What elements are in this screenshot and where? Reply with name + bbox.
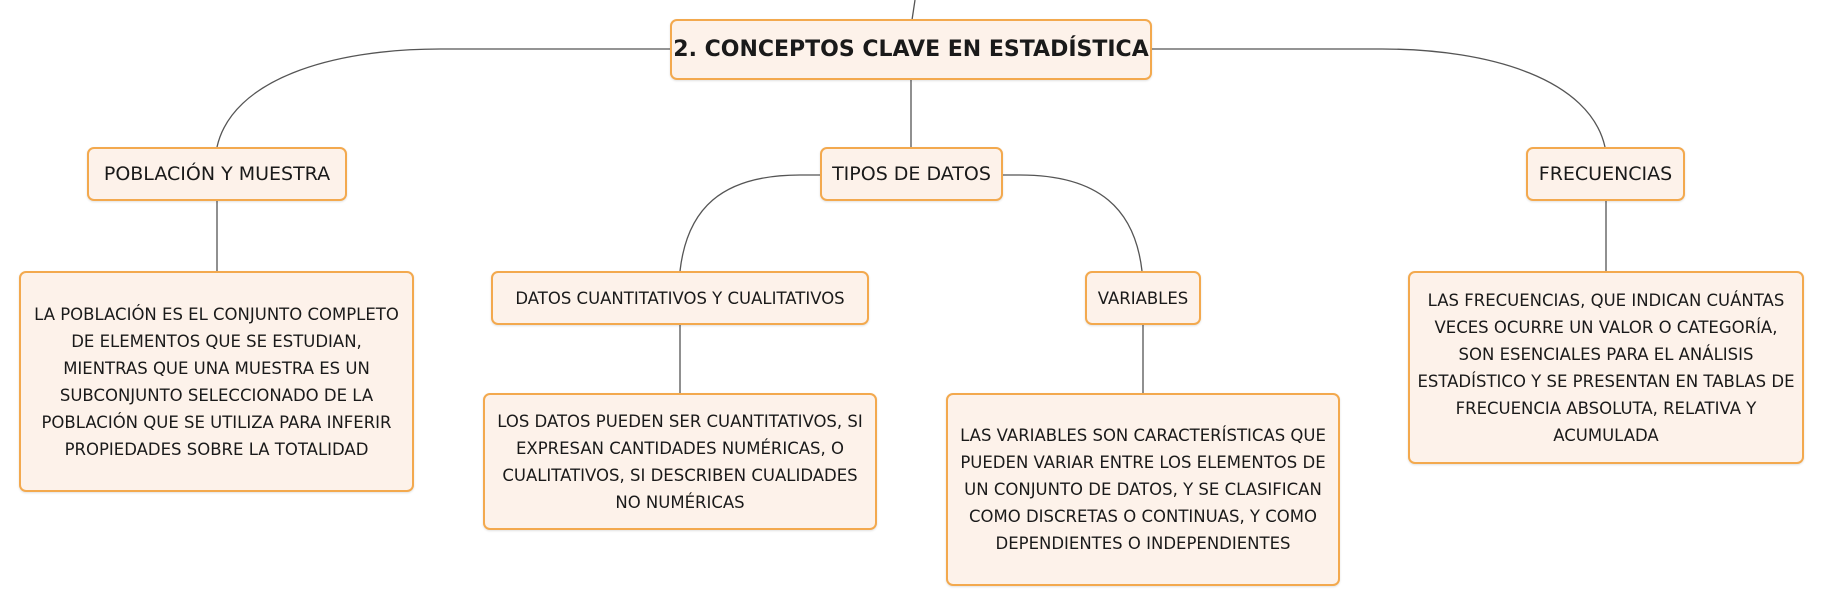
tipos-label: TIPOS DE DATOS: [832, 163, 991, 185]
connector-tipos-datos: [679, 174, 820, 272]
poblacion-node[interactable]: POBLACIÓN Y MUESTRA: [87, 147, 347, 201]
datos-description: LOS DATOS PUEDEN SER CUANTITATIVOS, SI E…: [497, 411, 863, 512]
frecuencias-description-node[interactable]: LAS FRECUENCIAS, QUE INDICAN CUÁNTAS VEC…: [1408, 271, 1804, 464]
datos-label: DATOS CUANTITATIVOS Y CUALITATIVOS: [515, 288, 845, 308]
connector-tipos-variables: [1003, 174, 1143, 272]
datos-node[interactable]: DATOS CUANTITATIVOS Y CUALITATIVOS: [491, 271, 869, 325]
frecuencias-node[interactable]: FRECUENCIAS: [1526, 147, 1685, 201]
variables-node[interactable]: VARIABLES: [1085, 271, 1201, 325]
connector-root-poblacion: [216, 48, 670, 148]
datos-description-node[interactable]: LOS DATOS PUEDEN SER CUANTITATIVOS, SI E…: [483, 393, 877, 530]
poblacion-description: LA POBLACIÓN ES EL CONJUNTO COMPLETO DE …: [34, 304, 399, 459]
poblacion-label: POBLACIÓN Y MUESTRA: [103, 163, 331, 185]
variables-description-node[interactable]: LAS VARIABLES SON CARACTERÍSTICAS QUE PU…: [946, 393, 1340, 586]
tipos-node[interactable]: TIPOS DE DATOS: [820, 147, 1003, 201]
root-topic-node[interactable]: 2. CONCEPTOS CLAVE EN ESTADÍSTICA: [670, 19, 1152, 80]
poblacion-description-node[interactable]: LA POBLACIÓN ES EL CONJUNTO COMPLETO DE …: [19, 271, 414, 492]
variables-label: VARIABLES: [1097, 288, 1189, 308]
variables-description: LAS VARIABLES SON CARACTERÍSTICAS QUE PU…: [960, 426, 1326, 553]
connector-parent-root: [911, 0, 916, 21]
frecuencias-label: FRECUENCIAS: [1538, 163, 1673, 185]
frecuencias-description: LAS FRECUENCIAS, QUE INDICAN CUÁNTAS VEC…: [1417, 290, 1795, 445]
connector-root-frecuencias: [1152, 48, 1606, 148]
root-topic-label: 2. CONCEPTOS CLAVE EN ESTADÍSTICA: [673, 37, 1149, 62]
